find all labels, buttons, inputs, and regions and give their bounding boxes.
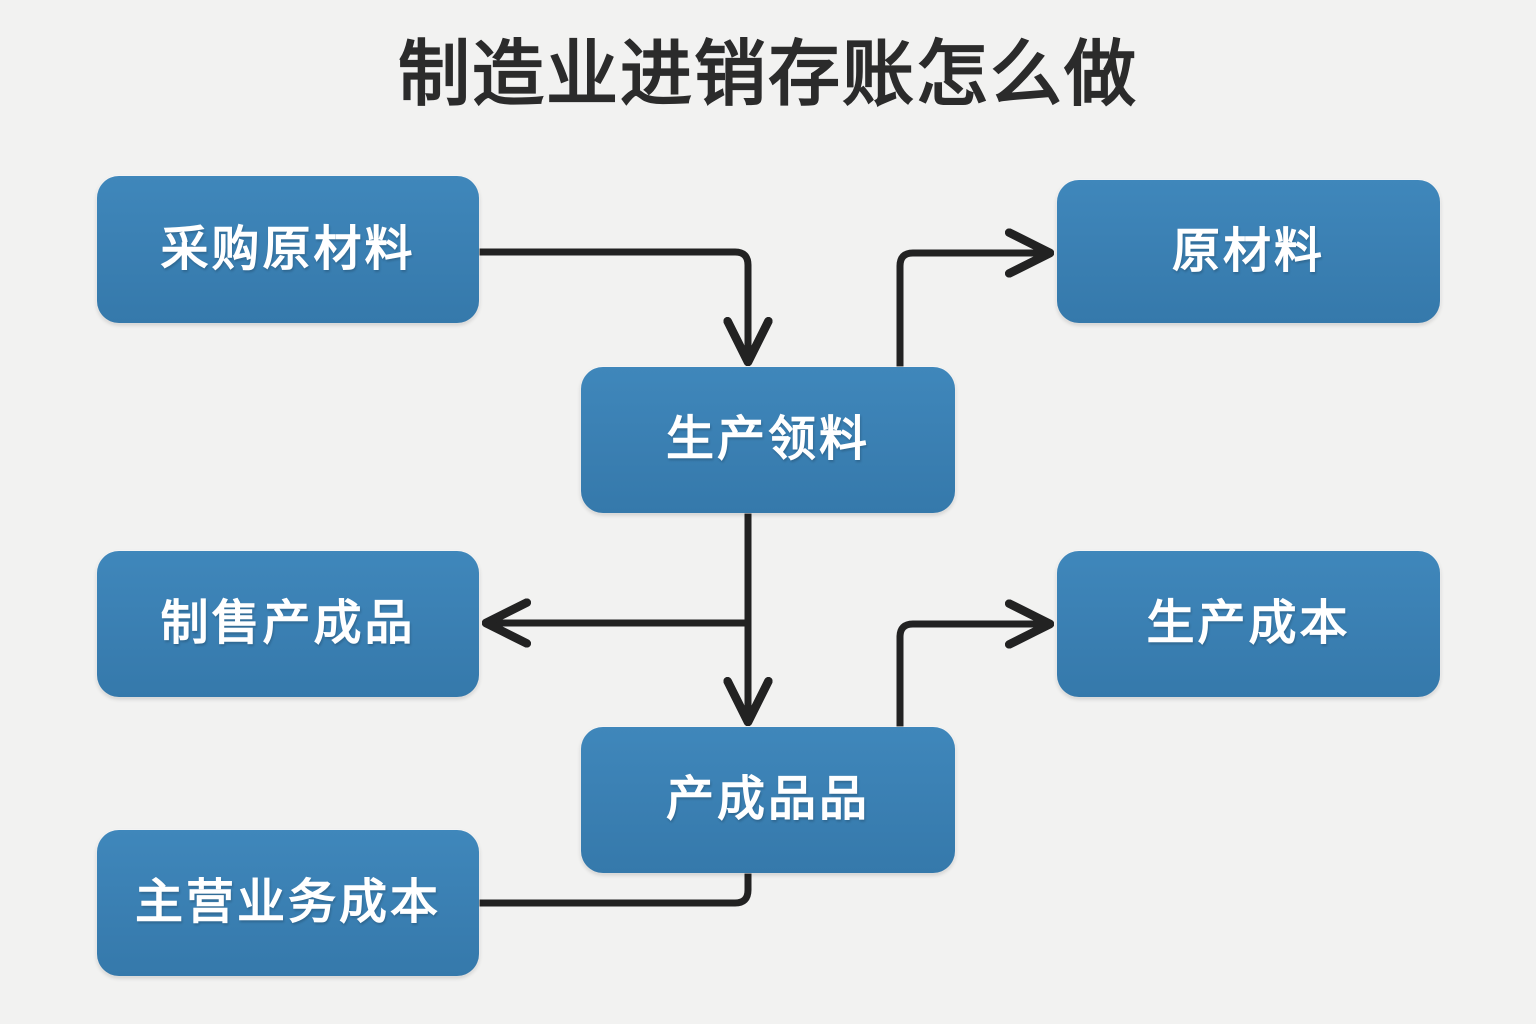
node-raw-materials[interactable]: 原材料 (1057, 180, 1440, 323)
edge-finishedgoods-to-cogs (479, 873, 752, 907)
node-label: 产成品品 (665, 773, 870, 826)
node-label: 制售产成品 (160, 597, 416, 650)
node-finished-goods[interactable]: 产成品品 (581, 727, 955, 873)
edge-purchase-to-issue (479, 248, 748, 360)
node-label: 生产成本 (1146, 597, 1351, 650)
node-label: 生产领料 (665, 413, 870, 466)
node-label: 原材料 (1171, 224, 1325, 278)
node-label: 采购原材料 (160, 222, 416, 276)
node-cost-of-main-business[interactable]: 主营业务成本 (97, 830, 479, 976)
node-purchase-raw-materials[interactable]: 采购原材料 (97, 176, 479, 323)
node-production-issue[interactable]: 生产领料 (581, 367, 955, 513)
node-production-cost[interactable]: 生产成本 (1057, 551, 1440, 697)
edge-issue-to-rawmaterial (896, 253, 1048, 367)
page-title: 制造业进销存账怎么做 (397, 35, 1138, 115)
edge-finishedgoods-to-prodcost (896, 624, 1048, 727)
node-label: 主营业务成本 (134, 876, 441, 929)
node-manufacture-sell-finished-goods[interactable]: 制售产成品 (97, 551, 479, 697)
